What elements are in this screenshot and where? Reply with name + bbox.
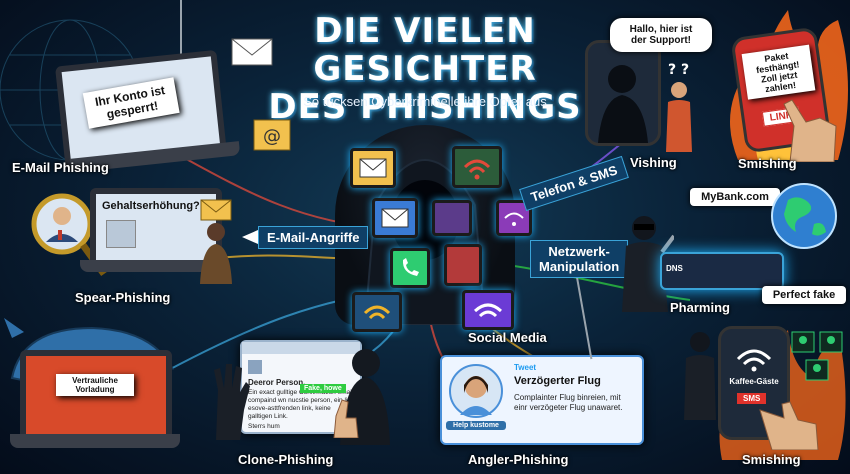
laptop-base <box>80 260 220 272</box>
envelope-icon <box>231 38 273 66</box>
help-kustome-badge: Help kustome <box>446 421 506 430</box>
router-icon: DNS <box>660 252 784 290</box>
laptop-ceo-fraud: Vertrauliche Vorladung <box>20 350 172 446</box>
person-silhouette <box>200 223 232 284</box>
envelope-icon <box>200 199 232 221</box>
support-speech-bubble: Hallo, hier ist der Support! <box>610 18 712 52</box>
tile-wifi-4 <box>462 290 514 330</box>
vertrauliche-note: Vertrauliche Vorladung <box>56 374 134 396</box>
mybank-sign: MyBank.com <box>690 188 780 206</box>
clone-fake-link[interactable]: Fake, howe <box>300 384 346 393</box>
konto-gesperrt-note: Ihr Konto ist gesperrt! <box>82 77 180 129</box>
title-line-2: DES PHISHINGS <box>268 87 582 127</box>
avatar <box>449 364 503 418</box>
wifi-icon <box>473 303 503 318</box>
label-vishing: Vishing <box>630 155 677 170</box>
label-email-phishing: E-Mail Phishing <box>12 160 109 175</box>
label-clone-phishing: Clone-Phishing <box>238 452 334 467</box>
caller-silhouette <box>598 65 648 143</box>
hacker-icon <box>622 216 674 312</box>
label-angler-phishing: Angler-Phishing <box>468 452 569 467</box>
laptop-base <box>10 434 180 448</box>
svg-text:@: @ <box>263 126 281 147</box>
contact-grid-icon <box>791 331 843 381</box>
wifi-icon <box>363 305 391 320</box>
page-title: DIE VIELEN GESICHTER DES PHISHINGS <box>200 12 650 126</box>
tile-email-2 <box>372 198 418 238</box>
network-line-1: Netzwerk- <box>548 244 610 259</box>
tile-wifi-1 <box>452 146 502 188</box>
phone-icon <box>402 258 419 276</box>
tile-email <box>350 148 396 188</box>
smishing-phone-bottom: Kaffee-Gäste SMS <box>718 326 790 440</box>
envelope-icon <box>381 208 409 228</box>
wifi-icon <box>463 159 491 180</box>
network-line-2: Manipulation <box>539 259 620 274</box>
hand-pointer <box>759 401 819 450</box>
paket-note: Paket festhängt! Zoll jetzt zahlen! <box>741 44 816 100</box>
label-smishing-bottom: Smishing <box>742 452 801 467</box>
label-pharming: Pharming <box>670 300 730 315</box>
profile-photo <box>106 220 136 248</box>
support-line-1: Hallo, hier ist <box>629 24 693 35</box>
support-line-2: der Support! <box>631 35 691 46</box>
person-silhouette <box>684 332 716 420</box>
email-attacks-arrow-label: E-Mail-Angriffe <box>258 226 369 249</box>
dns-label: DNS <box>666 264 683 273</box>
clone-greeting: Deeror Person, <box>248 378 306 387</box>
globe-icon <box>771 183 837 249</box>
clone-email-header-bar <box>242 342 360 354</box>
gehalt-text: Gehaltserhöhung? <box>102 200 200 212</box>
hand-pointer <box>783 99 837 162</box>
arrow-left-icon <box>242 230 258 244</box>
tweet-header: Tweet <box>514 363 537 372</box>
label-social-media: Social Media <box>468 330 547 345</box>
person-silhouette <box>666 82 692 152</box>
angler-tweet-card: Help kustome Tweet Verzögerter Flug Comp… <box>440 355 644 445</box>
tweet-title: Verzögerter Flug <box>514 375 601 387</box>
vishing-phone <box>585 40 661 146</box>
tweet-body: Complainter Flug binreien, mit einr verz… <box>514 393 623 412</box>
sms-badge[interactable]: SMS <box>737 393 767 404</box>
label-spear-phishing: Spear-Phishing <box>75 290 171 305</box>
tile-wifi-3 <box>352 292 402 332</box>
question-marks: ? ? <box>668 62 690 78</box>
network-manipulation-arrow-label: Netzwerk- Manipulation <box>530 240 629 278</box>
hand-pointer <box>333 399 359 438</box>
fishing-line <box>180 0 182 80</box>
wifi-icon <box>504 212 524 226</box>
envelope-icon <box>359 158 387 178</box>
vertrauliche-line-1: Vertrauliche <box>72 376 118 385</box>
laptop-spear-phishing: Gehaltserhöhung? <box>90 188 222 272</box>
vertrauliche-line-2: Vorladung <box>75 385 115 394</box>
kaffee-gaeste-label: Kaffee-Gäste <box>729 377 779 386</box>
perfect-fake-sign: Perfect fake <box>762 286 846 304</box>
tile-alert <box>444 244 482 286</box>
label-smishing-top: Smishing <box>738 156 797 171</box>
title-line-1: DIE VIELEN GESICHTER <box>313 11 537 89</box>
avatar <box>248 360 262 374</box>
page-subtitle: So tricksen Cyberkriminelle ihre Opfer a… <box>303 94 547 109</box>
hand-silhouette <box>214 364 250 440</box>
wifi-icon <box>736 349 772 372</box>
at-icon: @ <box>253 119 291 151</box>
tile-user <box>432 200 472 236</box>
tile-phone <box>390 248 430 288</box>
clone-footer: Sterrs hum <box>248 423 280 430</box>
